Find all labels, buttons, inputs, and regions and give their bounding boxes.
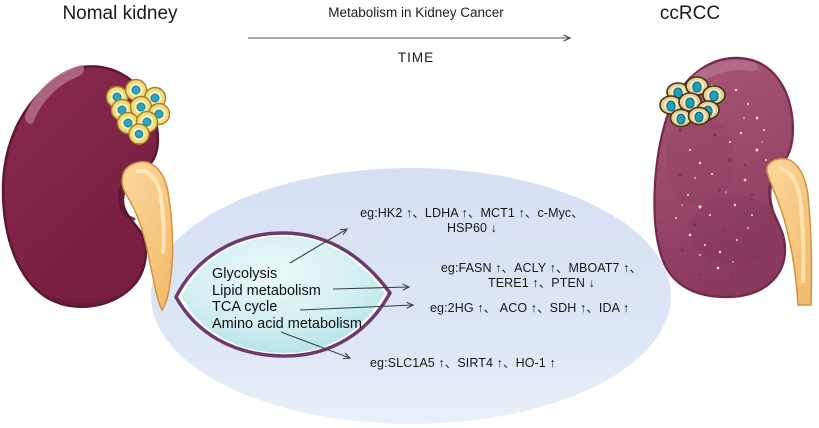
diagram-title: Metabolism in Kidney Cancer	[328, 5, 504, 20]
ccrcc-kidney-illustration	[653, 56, 813, 306]
arrow-lipid-metabolism	[332, 283, 411, 291]
kidney-shade-patch	[665, 115, 735, 205]
annotation-line: eg:HK2 ↑、LDHA ↑、MCT1 ↑、c-Myc、	[360, 206, 584, 220]
pathway-item-lipid-metabolism: Lipid metabolism	[212, 282, 321, 299]
tumor-cell	[659, 95, 683, 115]
arrow-amino-acid	[280, 331, 352, 360]
ureter-highlight	[136, 168, 166, 254]
annotation-lipid-metabolism: eg:FASN ↑、ACLY ↑、MBOAT7 ↑、 TERE1 ↑、PTEN …	[424, 261, 659, 291]
cell	[124, 78, 148, 102]
kidney-speckles	[675, 83, 767, 282]
kidney-shade-patch	[690, 195, 780, 265]
time-label: TIME	[397, 50, 435, 65]
normal-cells-cluster	[105, 78, 171, 145]
cell	[147, 102, 171, 126]
kidney-highlight	[24, 65, 85, 124]
tumor-cell	[687, 106, 711, 126]
normal-kidney-title: Nomal kidney	[62, 3, 178, 24]
annotation-line: eg:FASN ↑、ACLY ↑、MBOAT7 ↑、	[440, 261, 643, 275]
tumor-cells-cluster	[659, 76, 726, 128]
cell	[128, 123, 150, 145]
kidney-shadow	[48, 288, 130, 308]
annotation-line: HSP60 ↓	[446, 221, 498, 235]
pathway-item-amino-acid-metabolism: Amino acid metabolism	[212, 315, 362, 332]
lens-fill	[181, 236, 385, 353]
annotation-line: TERE1 ↑、PTEN ↓	[488, 276, 595, 290]
pathway-lens-shape	[174, 231, 393, 358]
pathway-item-glycolysis: Glycolysis	[212, 266, 278, 282]
arrow-tca-cycle	[299, 301, 415, 311]
annotation-glycolysis: eg:HK2 ↑、LDHA ↑、MCT1 ↑、c-Myc、 HSP60 ↓	[352, 206, 592, 236]
ccrcc-title: ccRCC	[659, 3, 721, 24]
pathway-list: Glycolysis Lipid metabolism TCA cycle Am…	[212, 266, 362, 332]
annotation-tca-cycle: eg:2HG ↑、 ACO ↑、SDH ↑、IDA ↑	[430, 301, 630, 315]
pathway-item-tca-cycle: TCA cycle	[212, 299, 278, 315]
normal-kidney-illustration	[1, 65, 174, 312]
tumor-cell	[702, 85, 726, 105]
kidney-highlight	[691, 59, 759, 85]
tumor-cell	[678, 92, 702, 112]
arrow-glycolysis	[289, 228, 349, 264]
ureter-highlight	[779, 167, 806, 283]
annotation-amino-acid: eg:SLC1A5 ↑、SIRT4 ↑、HO-1 ↑	[370, 356, 556, 370]
